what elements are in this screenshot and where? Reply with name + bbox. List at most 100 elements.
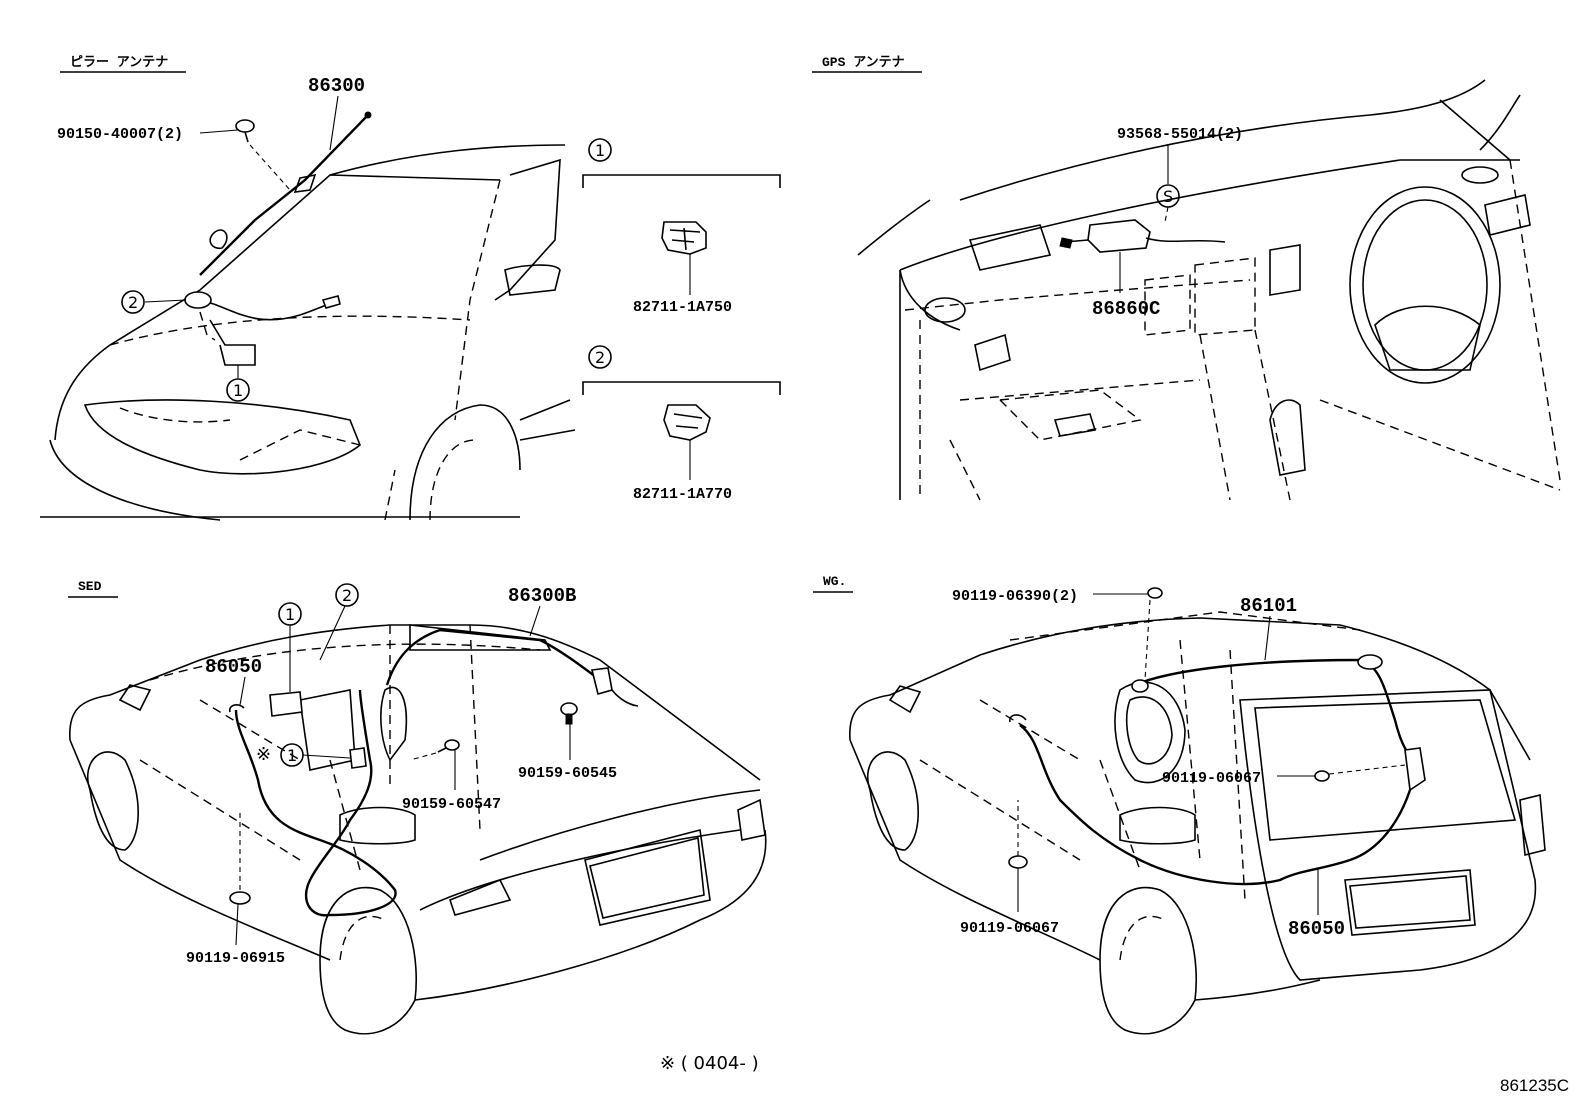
lower-dash-lines <box>949 379 1201 501</box>
defrost-vent-left <box>968 224 1052 271</box>
wagon-d-pillar <box>1179 639 1246 901</box>
windshield-left-edge <box>857 199 931 256</box>
clip-bracket <box>209 319 256 366</box>
antenna-joint <box>293 173 317 193</box>
sedan-rear-wheel <box>319 886 418 1035</box>
a-pillar-right <box>1439 99 1511 161</box>
antenna-mast <box>199 114 369 276</box>
center-display <box>1144 274 1191 336</box>
clip-82711-1A750-icon <box>661 221 707 255</box>
leader-sedan-callout-2 <box>319 605 346 661</box>
amp-86300B <box>591 667 613 695</box>
leader-90150 <box>199 129 239 134</box>
screw-90119-06067-b-head <box>1008 855 1028 869</box>
part-number-86300: 86300 <box>308 75 365 97</box>
cable-route <box>199 311 216 341</box>
part-number-82711-1A770: 82711-1A770 <box>633 486 732 503</box>
screw-90119-06915-head <box>229 891 251 905</box>
sedan-rear-seat <box>339 806 416 845</box>
dash-top-surface <box>899 159 1520 271</box>
screw-90159-60545-shank <box>565 713 573 725</box>
dash-left-end <box>899 269 961 331</box>
lower-right-line <box>1319 399 1561 491</box>
callout-circle-2 <box>121 290 145 314</box>
right-speaker <box>1461 166 1499 184</box>
screw-90159-60547-dashed <box>409 752 437 761</box>
dash-vent-square <box>974 333 1011 372</box>
wagon-license-inner <box>1349 875 1471 929</box>
sedan-clip-box <box>269 691 303 717</box>
part-number-86050-sedan: 86050 <box>205 656 262 678</box>
glovebox <box>998 389 1142 441</box>
car-a-pillar <box>454 179 501 421</box>
wagon-tailgate <box>1239 689 1537 981</box>
sedan-sill-line <box>139 759 301 861</box>
callout-circle-1 <box>226 378 250 402</box>
leader-86300B <box>529 605 541 637</box>
clip-detail-2: 2 82711-1A770 <box>582 345 781 503</box>
part-number-82711-1A750: 82711-1A750 <box>633 299 732 316</box>
gps-connector <box>1059 237 1073 249</box>
sedan-roof-inner <box>149 643 541 681</box>
detail-callout-number-1: 1 <box>595 141 605 160</box>
antenna-grommet <box>184 291 212 309</box>
windshield-bottom-edge <box>959 79 1486 201</box>
screw-90119-06067-a-head <box>1314 770 1330 782</box>
wagon-rear-glass <box>1254 699 1517 841</box>
part-number-90119-06915: 90119-06915 <box>186 950 285 967</box>
sedan-tail-light-right <box>737 798 766 841</box>
wagon-sill-line <box>919 759 1081 861</box>
screw-90150-head <box>235 119 255 133</box>
shift-lever <box>1269 399 1306 476</box>
section-title-sedan: SED <box>78 579 102 594</box>
roof-antenna-base <box>1357 654 1383 670</box>
screw-90119-06390-dashed <box>1144 599 1151 681</box>
cable-86050-end <box>228 703 245 713</box>
leader-86300 <box>329 95 339 151</box>
part-number-86050-wagon: 86050 <box>1288 918 1345 940</box>
applicability-note: ※ ( 0404- ) <box>660 1053 759 1074</box>
antenna-tip <box>364 111 372 119</box>
wagon-rear-seat <box>1119 806 1196 845</box>
cable-86050-wagon-end <box>1009 714 1027 723</box>
wagon-rear-lower <box>1194 979 1321 1001</box>
panel-wagon: WG. 90119-06390(2) 8610 <box>813 574 1546 1035</box>
sedan-bumper-line <box>419 829 741 911</box>
sedan-rear-lower <box>414 829 767 1001</box>
glovebox-handle <box>1053 413 1097 437</box>
sedan-license-plate <box>584 828 711 926</box>
wagon-amp-box <box>1404 747 1426 792</box>
clip-detail-1: 1 82711-1A750 <box>582 138 781 316</box>
car-wheel <box>429 439 476 521</box>
amp-lead <box>611 689 639 707</box>
left-vent <box>924 297 966 323</box>
figure-reference-number: 861235C <box>1500 1076 1569 1095</box>
part-number-90119-06067-b: 90119-06067 <box>960 920 1059 937</box>
panel-pillar-antenna: ピラー アンテナ 90150-40007(2) <box>40 55 576 521</box>
leader-callout-2 <box>144 299 187 303</box>
gps-antenna-module <box>1087 219 1151 253</box>
wagon-front-grommet <box>1131 679 1149 693</box>
car-fender-line <box>384 469 396 521</box>
center-panel <box>1194 257 1256 336</box>
antenna-pillar-base <box>209 229 228 250</box>
detail-callout-circle-1 <box>588 138 612 162</box>
antenna-cable <box>197 299 336 321</box>
car-door-lines <box>519 399 576 441</box>
wagon-mirror <box>888 685 922 714</box>
screw-90150-dashed-lead <box>249 144 291 191</box>
wagon-rear-wheel <box>1099 886 1198 1035</box>
leader-sedan-callout-1b <box>302 754 351 759</box>
sedan-callout-circle-2 <box>335 583 359 607</box>
antenna-plug <box>321 295 341 309</box>
car-grille <box>83 399 361 475</box>
section-title-gps-antenna: GPS アンテナ <box>822 55 905 70</box>
sedan-front-wheel <box>87 751 139 851</box>
clip-82711-1A770-icon <box>663 404 711 441</box>
center-console <box>1199 329 1291 501</box>
wagon-roof-rail <box>1009 611 1361 641</box>
wagon-roof-outline <box>849 617 1531 761</box>
panel-sedan: SED 90159-605 <box>68 579 767 1035</box>
clip2-detail-lines <box>673 413 703 429</box>
